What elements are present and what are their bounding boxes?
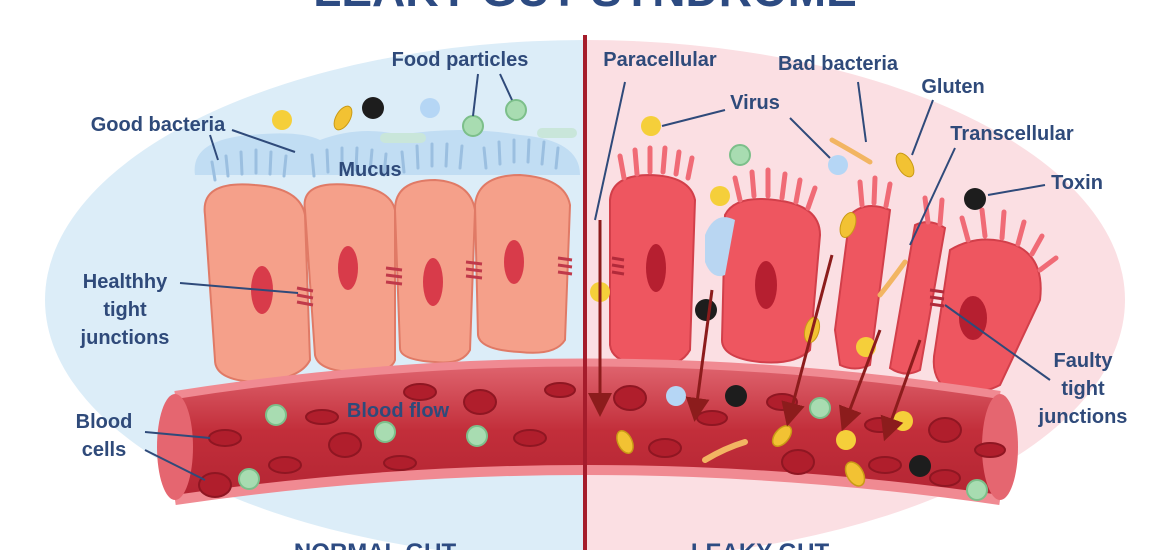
passage-arrows [588,220,922,442]
label-virus: Virus [730,92,780,114]
red-blood-cell [268,456,302,474]
red-blood-cell [929,469,961,487]
red-blood-cell [403,383,437,401]
red-blood-cell [305,409,339,425]
red-blood-cell [513,429,547,447]
label-healthy-tight-2: tight [103,299,147,321]
virus-particle [710,186,730,206]
bad-bacterium [844,461,866,487]
food-particle [265,404,287,426]
virus-particle [828,155,848,175]
red-blood-cell [868,456,902,474]
red-blood-cell [928,417,962,443]
bad-bacterium [839,212,857,238]
section-leaky-gut: LEAKY GUT [691,539,830,550]
red-blood-cell [613,385,647,411]
food-particle [462,115,484,137]
virus-particle [420,98,440,118]
diagram-title: LEAKY GUT SYNDROME [313,0,857,16]
food-particle [238,468,260,490]
toxin-particle [909,455,931,477]
good-bacterium [380,133,426,143]
nucleus [504,240,524,284]
leaky-cell [833,205,892,370]
food-particle [466,425,488,447]
nucleus [423,258,443,306]
leaky-epithelium [609,145,1059,394]
red-blood-cell [544,382,576,398]
bad-bacterium [895,152,915,178]
gluten-strand [829,137,873,165]
nucleus [338,246,358,290]
red-blood-cell [383,455,417,471]
label-healthy-tight-3: junctions [80,327,170,349]
food-particle [966,479,988,501]
label-paracellular: Paracellular [603,49,717,71]
food-particle [809,397,831,419]
luminal-particles [272,97,986,477]
virus-particle [893,411,913,431]
toxin-particle [964,188,986,210]
red-blood-cell [328,432,362,458]
gluten-strand [877,259,908,298]
toxin-particle [362,97,384,119]
label-blood-cells-1: Blood [76,411,133,433]
virus-particle [272,110,292,130]
food-particle [374,421,396,443]
tight-junctions [296,256,573,307]
label-bad-bacteria: Bad bacteria [778,53,899,75]
toxin-particle [695,299,717,321]
red-blood-cell [781,449,815,475]
red-blood-cell [974,442,1006,458]
bad-bacterium [771,425,793,447]
virus-particle [836,430,856,450]
bad-bacterium [616,429,634,455]
label-mucus: Mucus [338,159,401,181]
section-normal-gut: NORMAL GUT [294,539,457,550]
red-blood-cell [696,410,728,426]
label-gluten: Gluten [921,76,984,98]
label-blood-flow: Blood flow [347,400,450,422]
leaky-cell [888,221,947,375]
label-transcellular: Transcellular [950,123,1074,145]
good-bacterium [537,128,577,138]
label-toxin: Toxin [1051,172,1103,194]
label-faulty-1: Faulty [1054,350,1114,372]
virus-particle [666,386,686,406]
toxin-particle [725,385,747,407]
label-blood-cells-2: cells [82,439,126,461]
red-blood-cell [463,389,497,415]
virus-particle [641,116,661,136]
nucleus [755,261,777,309]
healthy-epithelium [194,130,580,384]
label-food-particles: Food particles [392,49,529,71]
label-good-bacteria: Good bacteria [91,114,226,136]
label-faulty-3: junctions [1038,406,1128,428]
nucleus [646,244,666,292]
mucus-layer [194,130,580,175]
red-blood-cell [648,438,682,458]
bacterium [333,105,353,131]
food-particle [505,99,527,121]
label-faulty-2: tight [1061,378,1105,400]
red-blood-cell [208,429,242,447]
red-blood-cell [198,472,232,498]
food-particle [729,144,751,166]
label-healthy-tight-1: Healthhy [83,271,168,293]
gluten-strand [702,439,748,463]
leaky-mucus [705,217,735,277]
faulty-junctions [611,256,945,308]
